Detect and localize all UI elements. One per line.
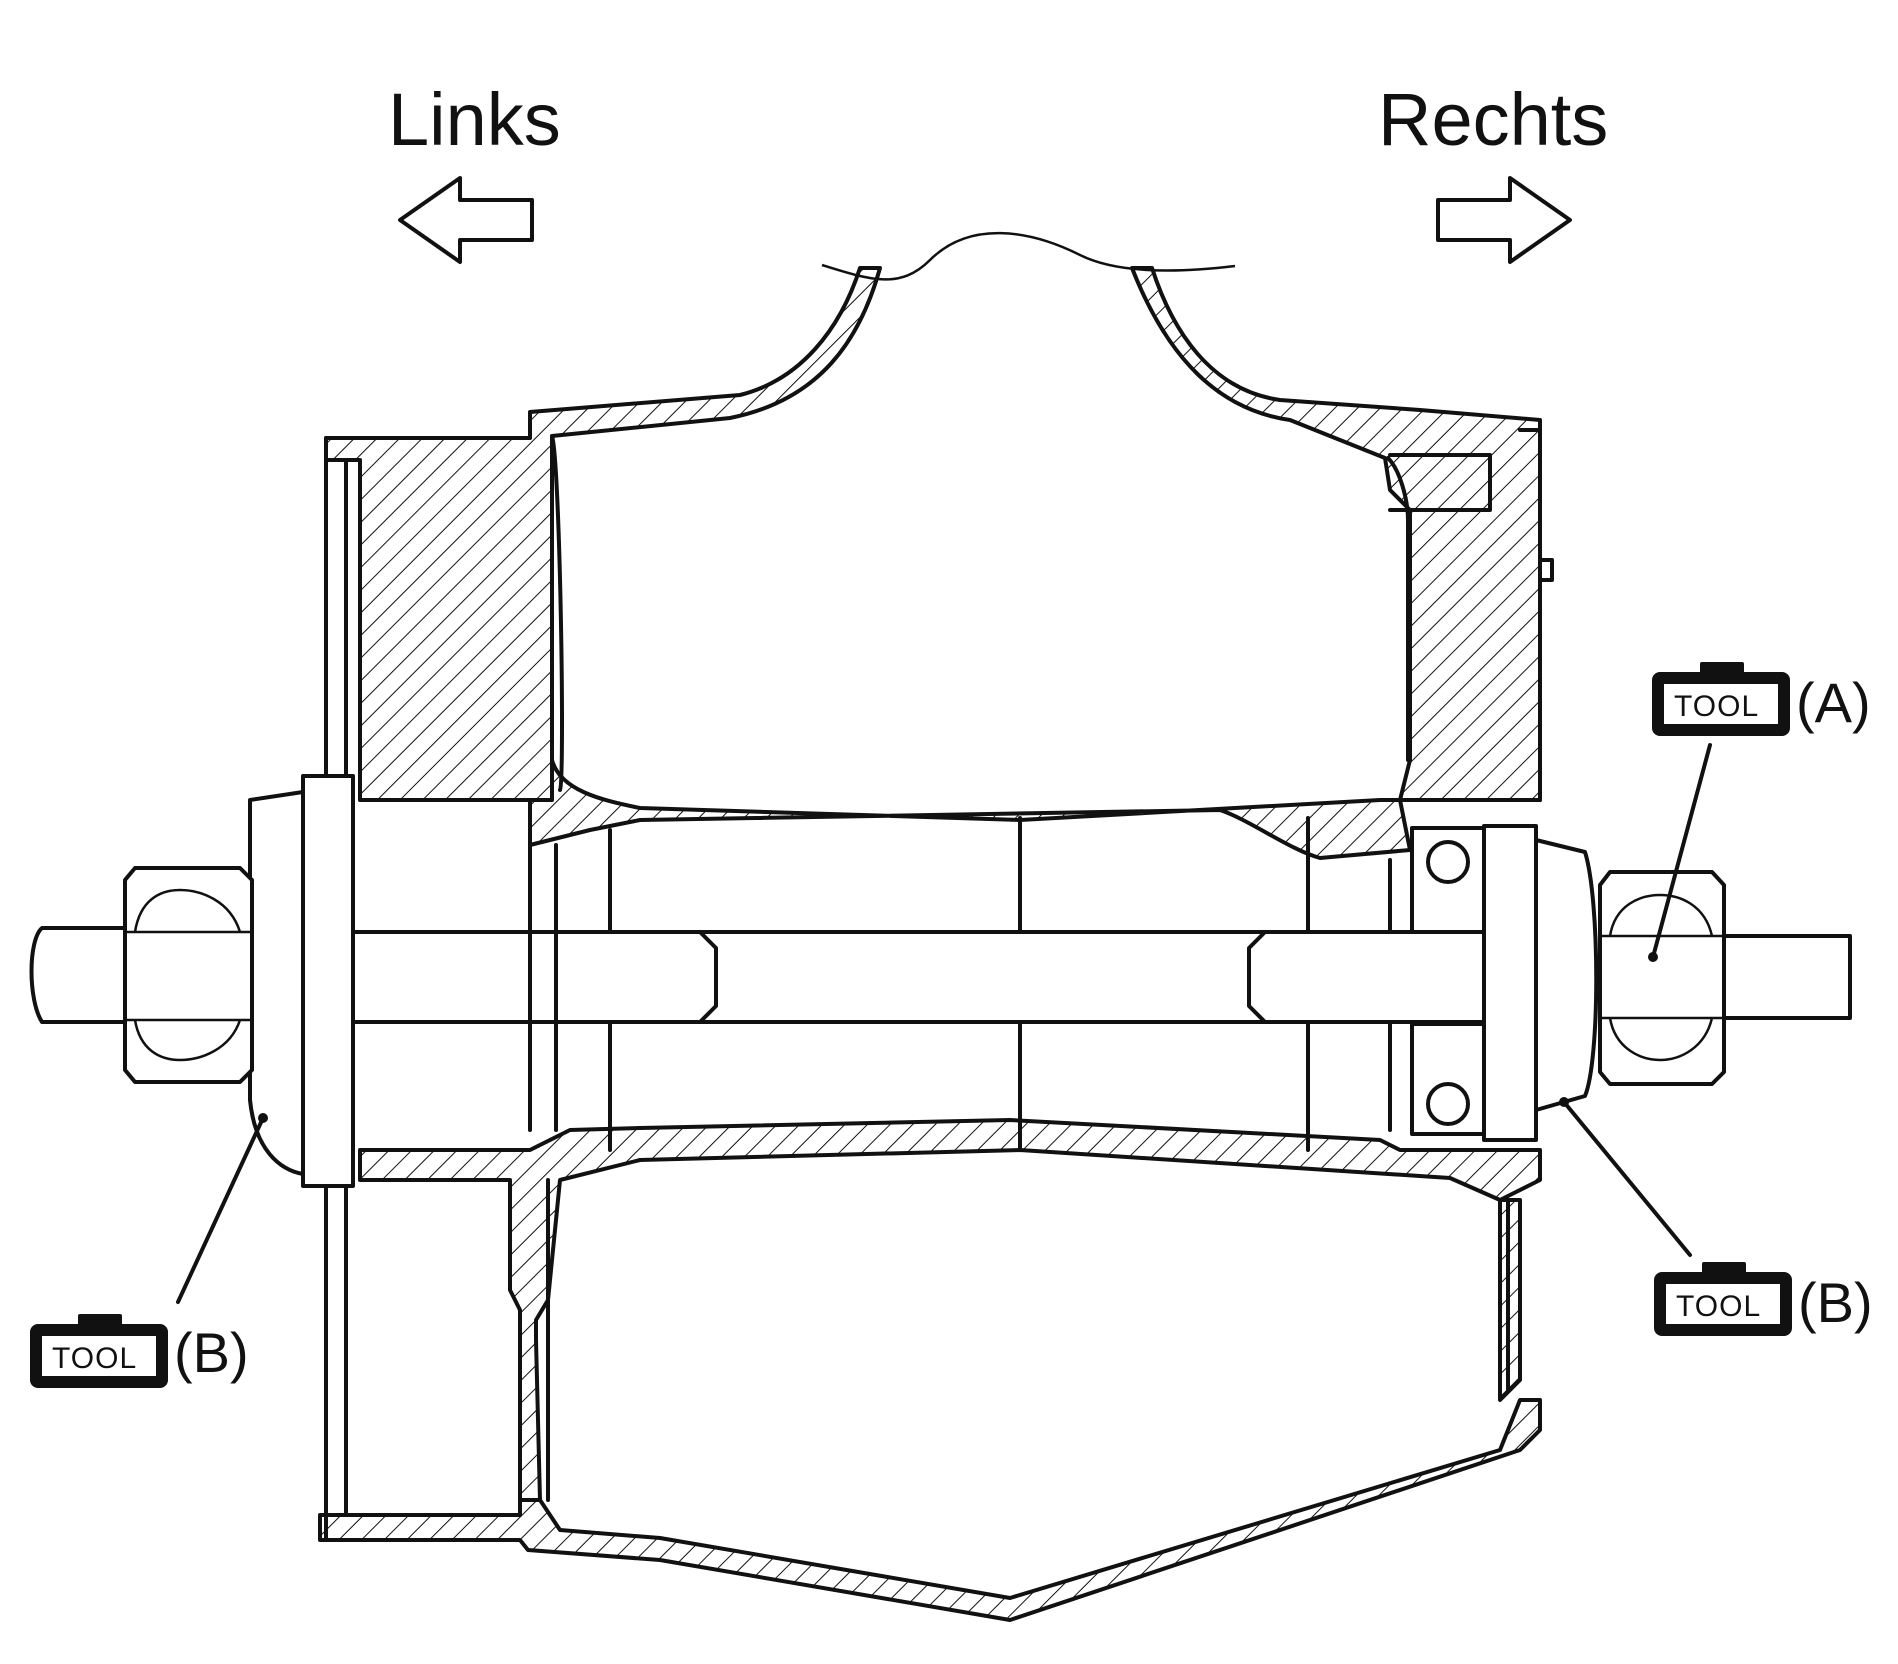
left-arrow-icon [398,176,534,264]
tool-badge-b-right-text: TOOL [1676,1290,1761,1323]
tool-callout-b-left: (B) [174,1321,249,1384]
tool-badge-b-right: TOOL [1654,1262,1792,1336]
left-flange-plate [301,774,355,1188]
left-hex-nut [123,866,254,1084]
tool-badge-b-left: TOOL [30,1314,168,1388]
right-adapter [1534,838,1599,1112]
right-arrow-icon [1436,176,1572,264]
right-direction-label: Rechts [1378,78,1608,161]
tool-badge-a: TOOL [1652,662,1790,736]
bore-sleeve [528,816,1392,1152]
housing-section [318,266,1542,1622]
tool-badge-b-left-text: TOOL [52,1342,137,1375]
tool-badge-a-text: TOOL [1674,690,1759,723]
left-direction-label: Links [388,78,561,161]
left-rod-stub [29,926,132,1024]
right-flange-plate [1482,824,1538,1142]
left-adapter [248,790,305,1176]
tool-callout-b-right: (B) [1798,1271,1873,1334]
leader-lines [176,743,1712,1304]
right-hex-nut [1598,870,1726,1086]
right-bearing [1410,826,1486,1136]
threaded-rod [351,930,1852,1024]
tool-callout-a: (A) [1796,671,1871,734]
